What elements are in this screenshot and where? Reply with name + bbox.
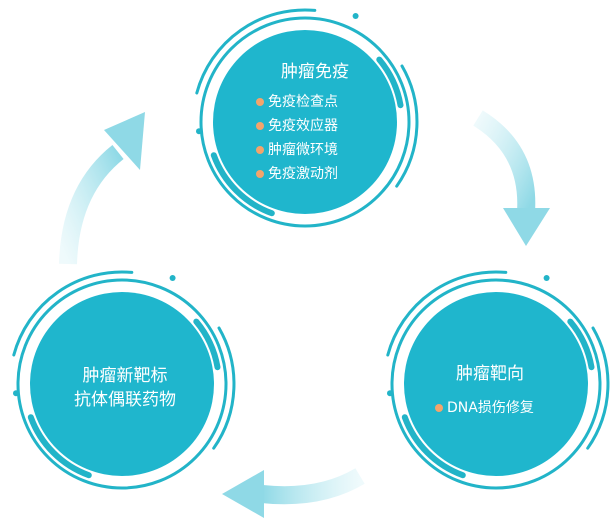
circle-fill — [30, 292, 214, 476]
outer-ring — [199, 16, 411, 228]
node-right-list: DNA损伤修复 — [435, 396, 555, 420]
ring-arc — [193, 318, 221, 371]
node-left-text: 肿瘤新靶标 抗体偶联药物 — [50, 364, 200, 412]
ring-dot — [352, 13, 359, 19]
circle-fill — [213, 30, 397, 214]
ring-arc — [212, 326, 236, 450]
outer-ring — [16, 278, 228, 490]
list-item-label: DNA损伤修复 — [447, 400, 534, 416]
ring-dot — [196, 128, 202, 135]
ring-arc — [395, 64, 419, 188]
node-top-title: 肿瘤免疫 — [281, 62, 349, 82]
ring-arc — [401, 414, 466, 479]
node-top-list: 免疫检查点 免疫效应器 肿瘤微环境 免疫激动剂 — [256, 90, 380, 186]
ring-arc — [195, 8, 317, 95]
circle-node-left — [12, 270, 236, 490]
list-item-label: 免疫效应器 — [268, 118, 338, 134]
list-item: DNA损伤修复 — [435, 396, 555, 420]
ring-arc — [586, 326, 610, 450]
ring-dot — [169, 275, 176, 281]
ring-arc — [376, 56, 404, 109]
list-item-label: 免疫激动剂 — [268, 166, 338, 182]
ring-arc — [12, 270, 134, 357]
arrow-top-to-right — [473, 110, 550, 246]
circle-node-top — [195, 8, 419, 228]
ring-arc — [27, 414, 92, 479]
arrow-left-to-top — [59, 112, 145, 265]
list-item-label: 免疫检查点 — [268, 94, 338, 110]
bullet-dot-icon — [256, 170, 264, 178]
ring-dot — [13, 390, 19, 397]
bullet-dot-icon — [256, 146, 264, 154]
node-right-title: 肿瘤靶向 — [456, 364, 524, 384]
circle-fill — [404, 292, 588, 476]
list-item: 免疫激动剂 — [256, 162, 380, 186]
ring-dot — [387, 390, 393, 397]
bullet-dot-icon — [435, 404, 443, 412]
ring-arc — [386, 270, 508, 357]
bullet-dot-icon — [256, 98, 264, 106]
bullet-dot-icon — [256, 122, 264, 130]
list-item: 免疫检查点 — [256, 90, 380, 114]
ring-dot — [543, 275, 550, 281]
node-left-title-line2: 抗体偶联药物 — [74, 390, 176, 410]
list-item: 肿瘤微环境 — [256, 138, 380, 162]
node-left-title-line1: 肿瘤新靶标 — [82, 366, 168, 386]
circle-node-right — [386, 270, 610, 490]
arrow-right-to-left — [222, 468, 365, 518]
list-item-label: 肿瘤微环境 — [268, 142, 338, 158]
node-right-text: 肿瘤靶向 DNA损伤修复 — [425, 362, 555, 420]
list-item: 免疫效应器 — [256, 114, 380, 138]
outer-ring — [390, 278, 602, 490]
ring-arc — [210, 152, 275, 217]
node-top-text: 肿瘤免疫 免疫检查点 免疫效应器 肿瘤微环境 免疫激动剂 — [250, 60, 380, 186]
ring-arc — [567, 318, 595, 371]
